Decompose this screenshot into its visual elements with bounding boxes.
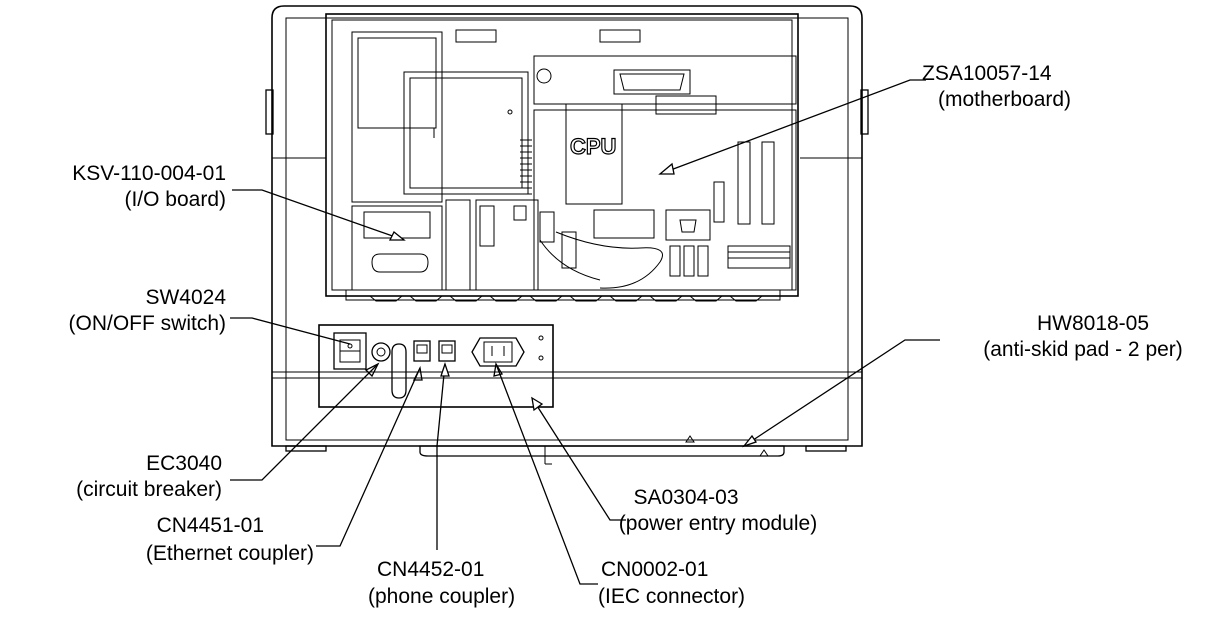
part-description: (IEC connector) [598,585,745,608]
part-description: (Ethernet coupler) [146,542,314,565]
cpu-label: CPU [570,134,616,159]
part-description: (ON/OFF switch) [69,312,227,335]
rail-tabs [369,295,763,302]
part-description: (I/O board) [124,188,226,211]
callout-circuit-breaker: EC3040 (circuit breaker) [76,452,222,501]
part-description: (motherboard) [938,88,1071,111]
callout-anti-skid-pad: HW8018-05 (anti-skid pad - 2 per) [983,312,1183,361]
wire-coils [520,139,532,201]
callout-switch: SW4024 (ON/OFF switch) [69,286,227,335]
part-number: KSV-110-004-01 [72,162,226,185]
part-number: HW8018-05 [1037,312,1149,335]
part-number: EC3040 [146,452,222,475]
callout-io-board: KSV-110-004-01 (I/O board) [72,162,226,211]
part-description: (power entry module) [619,512,817,535]
part-number: SA0304-03 [633,486,738,509]
part-description: (phone coupler) [368,585,515,608]
callout-motherboard: ZSA10057-14 (motherboard) [922,62,1071,111]
callout-power-entry-module: SA0304-03 (power entry module) [619,486,817,535]
callout-phone-coupler: CN4452-01 (phone coupler) [368,558,515,608]
leader-lines [230,79,940,585]
part-number: CN0002-01 [601,558,708,581]
barrel-connectors [539,211,709,277]
part-description: (anti-skid pad - 2 per) [983,338,1183,361]
part-number: CN4451-01 [157,514,264,537]
enclosure-drawing: CPU [265,5,869,465]
callout-ethernet-coupler: CN4451-01 (Ethernet coupler) [146,514,314,565]
callout-iec-connector: CN0002-01 (IEC connector) [598,558,745,608]
part-number: ZSA10057-14 [922,62,1052,85]
part-description: (circuit breaker) [76,478,222,501]
part-number: SW4024 [145,286,226,309]
part-number: CN4452-01 [377,558,484,581]
